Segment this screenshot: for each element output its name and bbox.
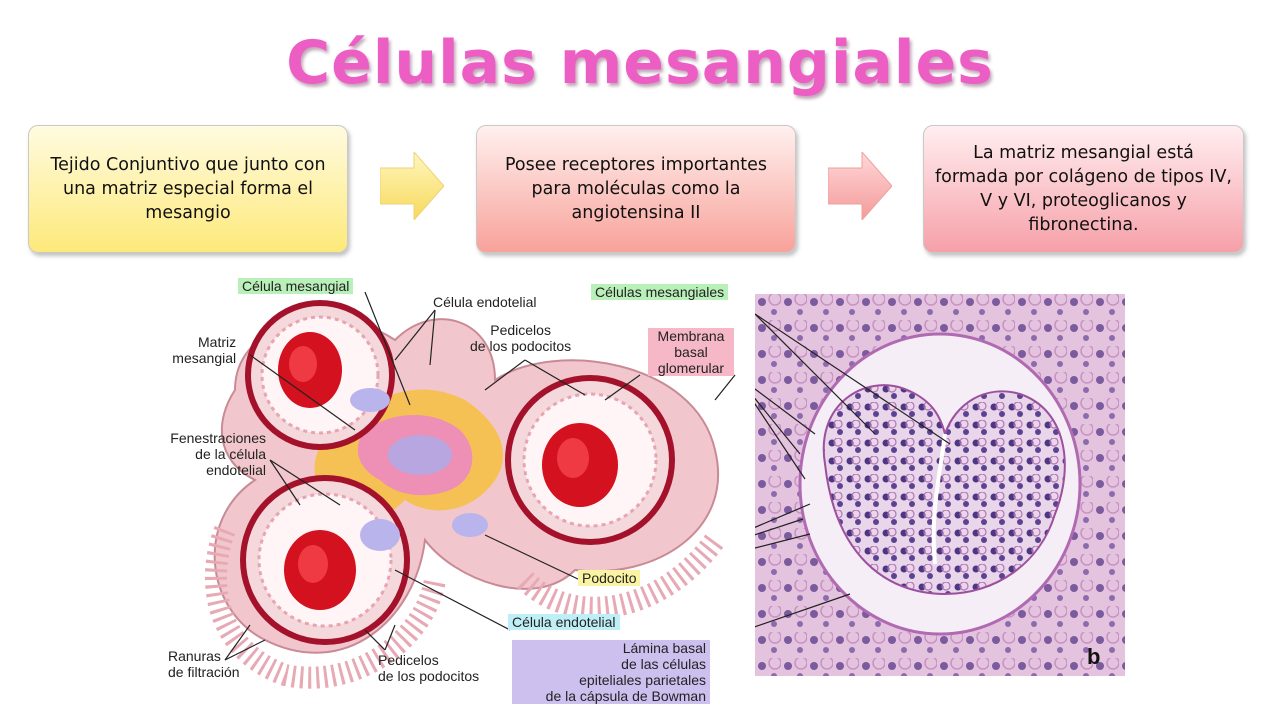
label-fenestraciones: Fenestraciones de la célula endotelial (170, 430, 266, 478)
info-box-tejido: Tejido Conjuntivo que junto con una matr… (28, 125, 348, 253)
label-matriz-mesangial: Matriz mesangial (172, 334, 237, 366)
label-celula-endotelial-top: Célula endotelial (433, 294, 537, 310)
arrow-right-icon (380, 152, 444, 220)
label-ranuras: Ranuras de filtración (168, 648, 240, 680)
label-pedicelos-bottom: Pedicelos de los podocitos (378, 652, 480, 684)
label-celula-endotelial: Célula endotelial (508, 614, 620, 630)
label-lamina-basal: Lámina basal de las células epiteliales … (512, 640, 710, 704)
label-celula-mesangial: Célula mesangial (238, 278, 354, 294)
label-podocito: Podocito (578, 570, 641, 586)
label-celulas-mesangiales: Células mesangiales (591, 284, 729, 300)
info-box-matriz: La matriz mesangial está formada por col… (923, 125, 1244, 253)
glomerulus-micrograph (755, 294, 1125, 676)
info-box-receptores: Posee receptores importantes para molécu… (476, 125, 796, 253)
glomerular-capillary-illustration (204, 291, 736, 689)
panel-letter-b: b (1087, 644, 1101, 669)
arrow-right-icon (828, 152, 892, 220)
label-membrana-basal: Membrana basal glomerular (648, 328, 734, 376)
label-pedicelos-top: Pedicelos de los podocitos (470, 322, 572, 354)
figure-area: Célula mesangial Célula endotelial Matri… (0, 270, 1280, 720)
page-title: Células mesangiales (286, 28, 994, 98)
